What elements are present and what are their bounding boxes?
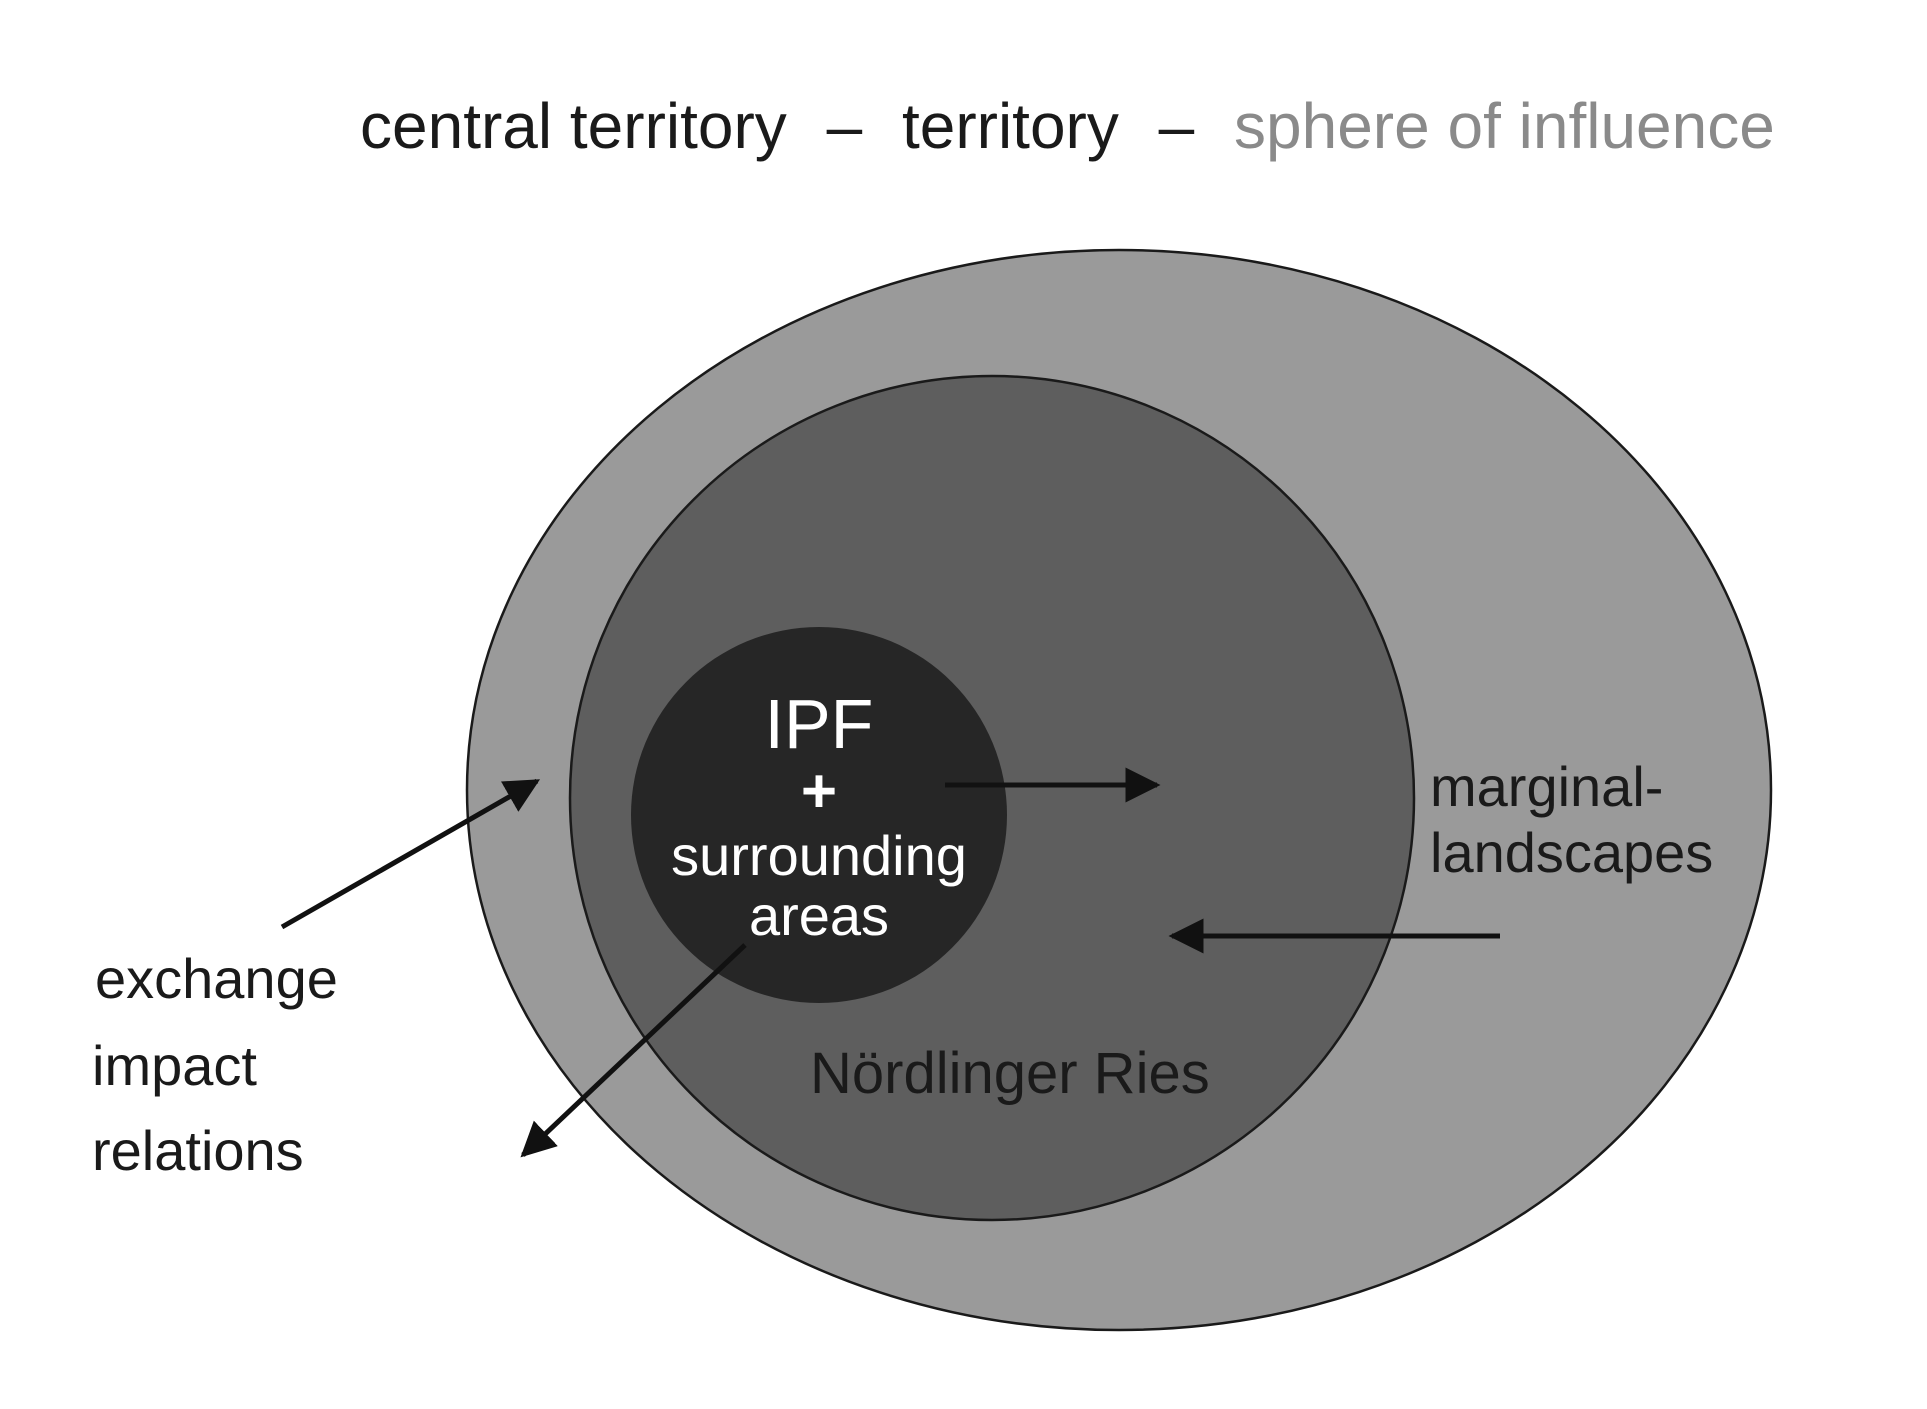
arrow-exchange-to-sphere (280, 778, 541, 930)
central-label-ipf: IPF (765, 685, 874, 763)
central-label-plus: + (801, 757, 837, 826)
marginal-label-line1: marginal- (1430, 755, 1663, 818)
title-separator-1: – (827, 90, 863, 162)
central-label-areas: areas (749, 884, 889, 947)
diagram-title: central territory – territory – sphere o… (360, 90, 1775, 162)
arrow-center-outward (520, 943, 747, 1158)
title-sphere-of-influence: sphere of influence (1234, 90, 1775, 162)
title-territory: territory (902, 90, 1119, 162)
territory-label: Nördlinger Ries (810, 1041, 1210, 1106)
central-territory-circle (631, 627, 1007, 1003)
title-central-territory: central territory (360, 90, 787, 162)
central-label-surrounding: surrounding (671, 824, 967, 887)
marginal-label-line2: landscapes (1430, 821, 1713, 884)
title-separator-2: – (1159, 90, 1195, 162)
exchange-label-line3: relations (92, 1119, 304, 1182)
exchange-label-line1: exchange (95, 947, 338, 1010)
exchange-label-line2: impact (92, 1034, 257, 1097)
